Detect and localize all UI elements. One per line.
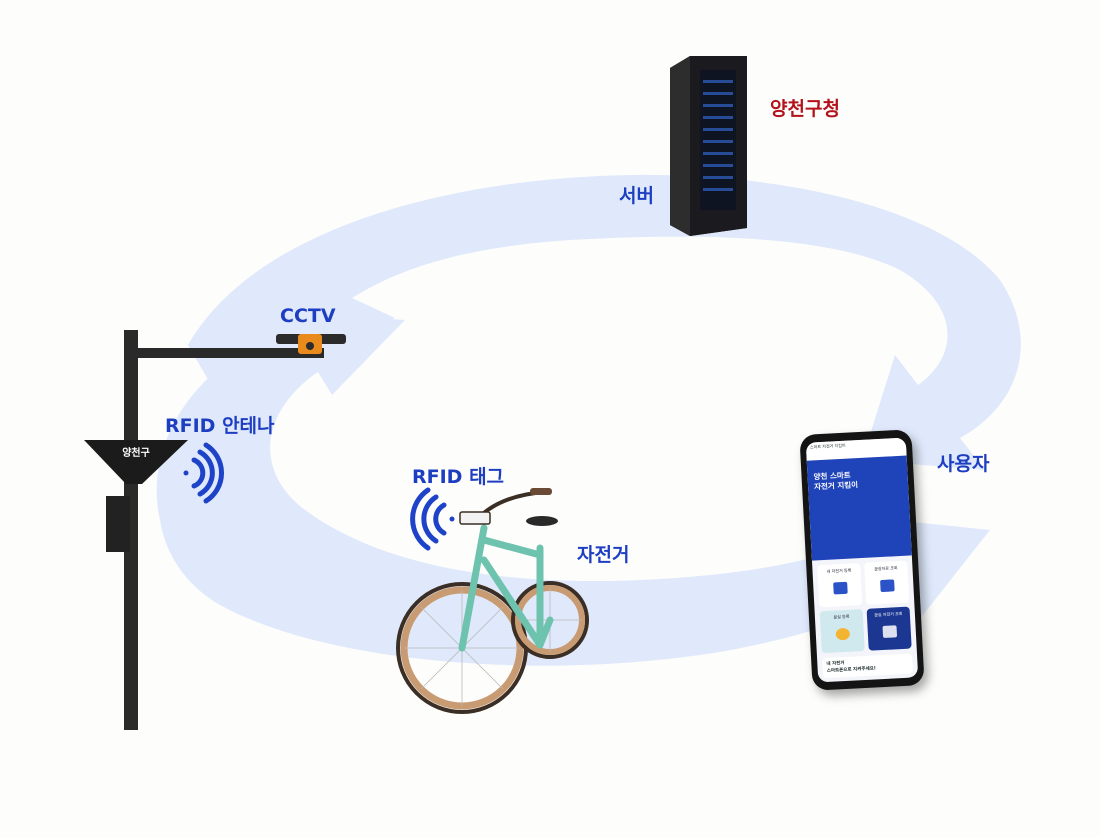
street-pole — [84, 330, 324, 730]
tile-label: 분실 자전거 조회 — [874, 610, 903, 618]
smartphone: 스마트 자전거 지킴이 양천 스마트 자전거 지킴이 내 자전거 등록 분실자료… — [799, 429, 925, 691]
server-owner-label: 양천구청 — [770, 98, 840, 120]
cctv-camera — [276, 334, 346, 354]
cctv-label: CCTV — [280, 305, 336, 327]
tile-label: 분실자료 조회 — [874, 565, 898, 572]
tap-icon — [881, 625, 897, 639]
tile-label: 분실 등록 — [833, 613, 850, 620]
phone-tile-register[interactable]: 내 자전거 등록 — [817, 563, 863, 608]
tile-label: 내 자전거 등록 — [826, 567, 852, 574]
phone-screen: 스마트 자전거 지킴이 양천 스마트 자전거 지킴이 내 자전거 등록 분실자료… — [805, 437, 919, 683]
search-icon — [879, 579, 895, 593]
rfid-antenna-label: RFID 안테나 — [165, 415, 275, 437]
cycle-arrow-top — [188, 174, 1021, 470]
bike-register-icon — [832, 581, 848, 595]
pole-sign — [84, 440, 188, 484]
phone-menu-grid: 내 자전거 등록 분실자료 조회 분실 등록 분실 자전거 조회 — [812, 555, 917, 658]
phone-tile-lookup[interactable]: 분실자료 조회 — [864, 560, 910, 605]
bicycle-label: 자전거 — [577, 544, 630, 566]
rfid-tag-label: RFID 태그 — [412, 466, 505, 488]
phone-hero: 양천 스마트 자전거 지킴이 — [806, 455, 912, 561]
phone-tile-lost-lookup[interactable]: 분실 자전거 조회 — [866, 606, 912, 651]
tag-wave-icon — [410, 487, 455, 551]
pole-sign-text: 양천구 — [122, 448, 150, 459]
cycle-arrow-bottom — [156, 310, 990, 666]
phone-tile-report[interactable]: 분실 등록 — [819, 609, 865, 654]
server-label: 서버 — [619, 185, 654, 207]
antenna-wave-icon — [183, 442, 225, 504]
alert-icon — [835, 627, 850, 641]
bicycle — [396, 488, 589, 714]
phone-footer: 내 자전거 스마트폰으로 지켜주세요! — [822, 653, 914, 679]
server-rack — [670, 56, 747, 236]
cycle-arrows — [156, 174, 1021, 666]
user-label: 사용자 — [937, 453, 990, 475]
